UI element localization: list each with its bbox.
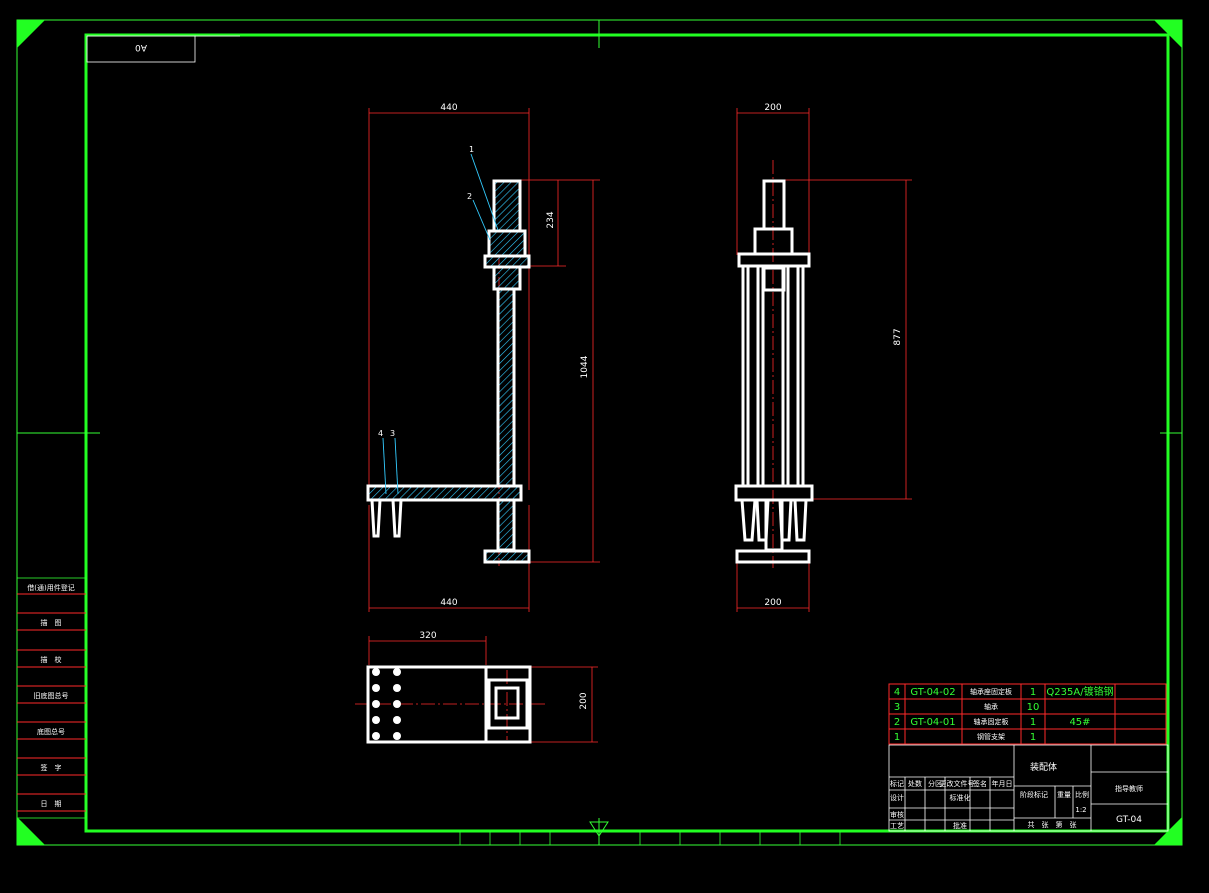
svg-text:GT-04-01: GT-04-01 <box>910 717 955 728</box>
tb-header-sign: 签名 <box>973 779 987 788</box>
sheet-frame <box>16 19 1183 846</box>
bearing-legs <box>370 499 403 538</box>
record-label-signature: 签 字 <box>41 763 62 772</box>
record-label-borrowed: 借(通)用件登记 <box>27 583 74 592</box>
front-view: 440 440 234 1044 <box>366 103 600 612</box>
svg-text:轴承固定板: 轴承固定板 <box>974 717 1009 726</box>
svg-text:Q235A/镀铬钢: Q235A/镀铬钢 <box>1046 685 1113 698</box>
balloon-1: 1 <box>469 145 474 154</box>
balloon-3: 3 <box>390 429 395 438</box>
sheet-size-label: A0 <box>135 42 147 52</box>
balloon-4: 4 <box>378 429 383 438</box>
title-block: 装配体 指导教师 GT-04 1:2 标记 处数 分区 更改文件号 签名 年月日… <box>888 744 1169 832</box>
dim-plan-width: 200 <box>579 692 589 709</box>
parts-row: 2 GT-04-01 轴承固定板 1 45# <box>894 717 1091 728</box>
dim-side-height: 877 <box>893 328 903 345</box>
svg-text:轴承: 轴承 <box>984 702 998 711</box>
tb-review: 审核 <box>890 810 904 819</box>
side-view: 200 200 877 <box>734 103 912 612</box>
tb-ratio: 比例 <box>1075 790 1089 799</box>
svg-text:2: 2 <box>894 717 900 728</box>
svg-text:GT-04-02: GT-04-02 <box>910 687 955 698</box>
drawing-number: GT-04 <box>1116 815 1142 825</box>
tb-header-doc: 更改文件号 <box>940 779 975 788</box>
dim-plan-length: 320 <box>419 631 436 641</box>
svg-text:1: 1 <box>1030 717 1036 728</box>
drawing-subtitle: 指导教师 <box>1115 784 1143 793</box>
plan-view: 320 200 <box>355 631 598 744</box>
tb-header-mark: 标记 <box>890 779 904 788</box>
svg-text:3: 3 <box>894 702 900 713</box>
parts-list: 4 GT-04-02 轴承座固定板 1 Q235A/镀铬钢 3 轴承 10 2 … <box>888 683 1167 745</box>
svg-text:1: 1 <box>1030 687 1036 698</box>
parts-row: 1 钢管支架 1 <box>894 732 1036 743</box>
corner-mark-bl <box>17 817 45 845</box>
parts-row: 4 GT-04-02 轴承座固定板 1 Q235A/镀铬钢 <box>894 685 1114 698</box>
svg-text:45#: 45# <box>1069 717 1090 728</box>
tb-stage: 阶段标记 <box>1020 790 1048 799</box>
dim-front-total-height: 1044 <box>580 355 590 378</box>
bottom-plate <box>483 549 531 564</box>
horizontal-arm <box>366 484 523 502</box>
tb-standard: 标准化 <box>950 793 971 802</box>
record-label-old-number: 旧底图总号 <box>34 691 69 700</box>
sheet-size-box: A0 <box>86 35 240 63</box>
svg-text:1: 1 <box>894 732 900 743</box>
tb-header-count: 处数 <box>908 779 922 788</box>
svg-text:1: 1 <box>1030 732 1036 743</box>
tb-design: 设计 <box>890 793 904 802</box>
svg-text:10: 10 <box>1027 702 1040 713</box>
plan-holes <box>372 668 401 740</box>
dim-side-top-width: 200 <box>764 103 781 113</box>
drawing-title: 装配体 <box>1030 761 1057 773</box>
left-record-column: 借(通)用件登记 描 图 描 校 旧底图总号 底图总号 签 字 日 期 <box>16 577 87 819</box>
dim-front-bottom-width: 440 <box>440 598 457 608</box>
parts-row: 3 轴承 10 <box>894 702 1040 713</box>
top-holder <box>483 179 531 291</box>
corner-mark-tr <box>1154 20 1182 48</box>
plan-outline <box>366 665 532 744</box>
svg-text:钢管支架: 钢管支架 <box>977 732 1005 741</box>
svg-text:轴承座固定板: 轴承座固定板 <box>970 687 1012 696</box>
record-label-check: 描 校 <box>41 655 62 664</box>
svg-text:4: 4 <box>894 687 900 698</box>
dim-side-bottom-width: 200 <box>764 598 781 608</box>
record-label-tracing: 描 图 <box>41 618 62 627</box>
dim-front-top-width: 440 <box>440 103 457 113</box>
tb-header-zone: 分区 <box>928 779 942 788</box>
balloon-2: 2 <box>467 192 472 201</box>
corner-mark-tl <box>17 20 45 48</box>
vertical-tube <box>496 287 516 552</box>
tb-header-date: 年月日 <box>992 779 1013 788</box>
tb-approve: 批准 <box>953 821 967 830</box>
dim-front-upper-height: 234 <box>546 211 556 228</box>
scale-label: 1:2 <box>1075 806 1086 814</box>
side-assembly <box>734 179 814 564</box>
tb-process: 工艺 <box>890 822 904 830</box>
record-label-base-number: 底图总号 <box>37 727 65 736</box>
tb-weight: 重量 <box>1057 791 1071 799</box>
record-label-date: 日 期 <box>41 800 62 808</box>
tb-sheets: 共 张 第 张 <box>1028 820 1077 829</box>
